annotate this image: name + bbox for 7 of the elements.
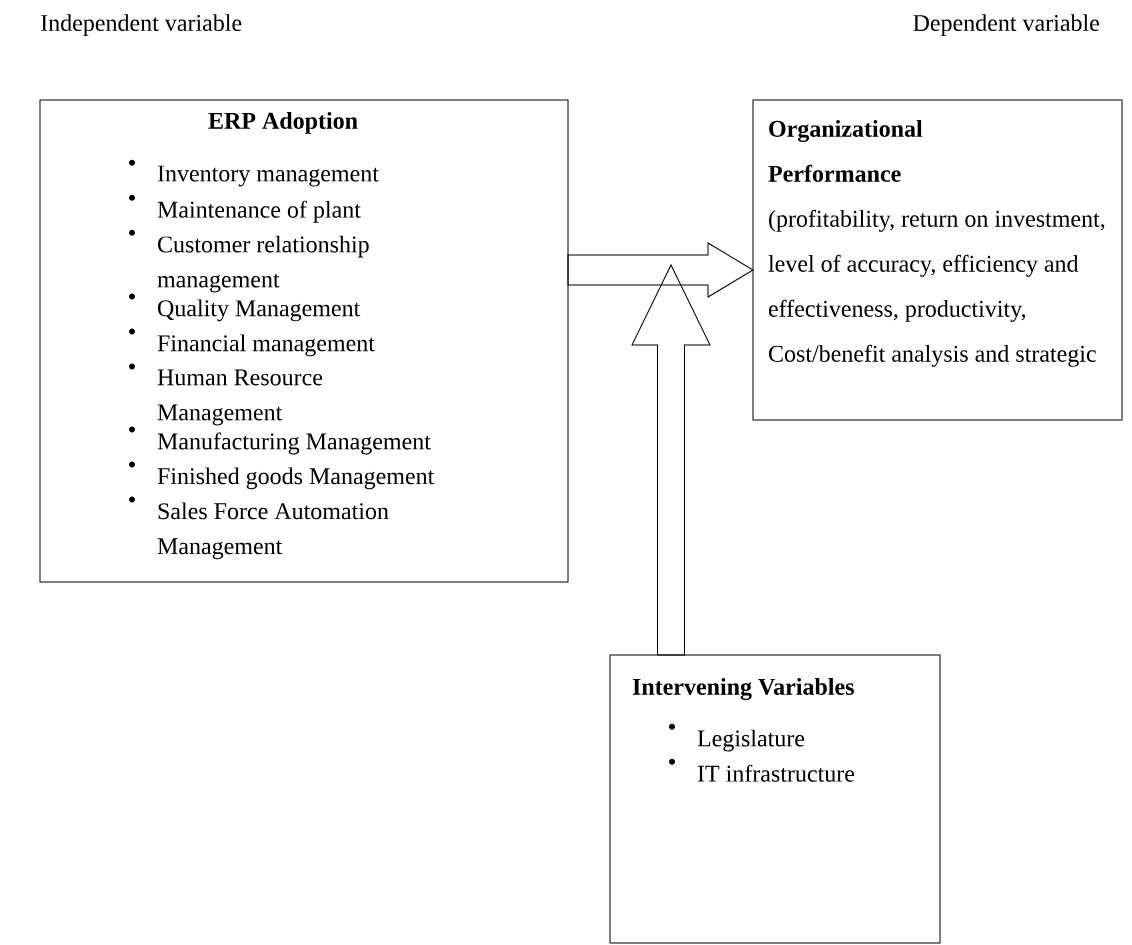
variable-box: Intervening Variables Legislature IT infrastructure: [609, 654, 941, 944]
variable-box: ERP Adoption Inventory management Maintenance of plant Customer relationship management Quality Management Financial management Human Resource Management Manufacturing Management Finished goods Management Sales Force Automation Management: [39, 99, 569, 583]
axis-heading: Independent variable: [41, 14, 242, 36]
block-arrow: [631, 264, 711, 656]
variable-box: Organizational Performance (profitability, return on investment, level of accuracy, efficiency and effectiveness, productivity, Cost/benefit analysis and strategic: [752, 99, 1123, 421]
block-arrow: [567, 242, 754, 298]
axis-heading: Dependent variable: [913, 14, 1099, 36]
